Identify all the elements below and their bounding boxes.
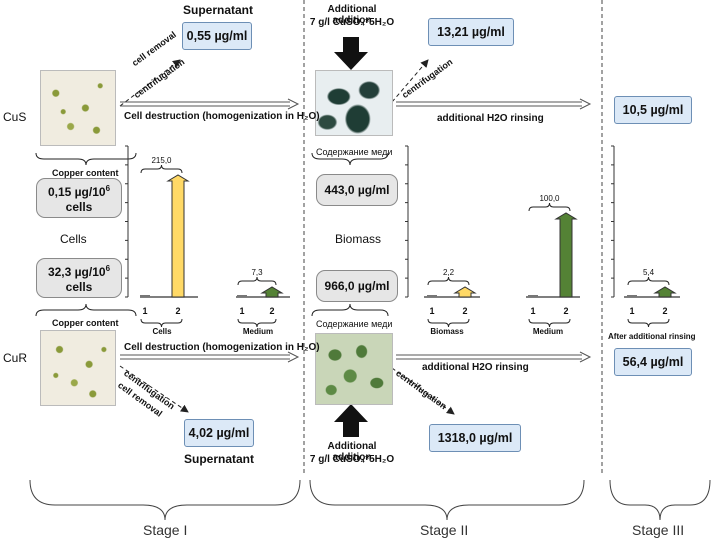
group-label: Cells xyxy=(152,327,172,336)
row-label-cur: CuR xyxy=(3,351,28,365)
addition-arrow-up xyxy=(334,404,368,437)
brace-bottom-biomass xyxy=(311,303,389,317)
data-label: 100,0 xyxy=(539,194,560,203)
addition-bottom-line1: Additional addition xyxy=(327,441,377,463)
bar-2-biomass xyxy=(453,286,477,298)
category-label: 1 xyxy=(629,306,634,316)
cell-destruction-top: Cell destruction (homogenization in H₂O) xyxy=(124,111,320,122)
category-label: 1 xyxy=(429,306,434,316)
value-brace xyxy=(427,276,470,286)
bar-2-medium xyxy=(554,212,578,298)
addition-top-line1: Additional addition xyxy=(327,4,377,26)
data-label: 2,2 xyxy=(443,268,455,277)
value-brace xyxy=(528,202,571,212)
group-label: Medium xyxy=(533,327,563,336)
stage1-brace xyxy=(29,479,301,521)
group-brace xyxy=(427,318,470,328)
biomass-label: Biomass xyxy=(335,232,382,246)
addition-bottom-line2: 7 g/l CuSO₄*5H₂O xyxy=(309,454,395,465)
data-label: 7,3 xyxy=(251,268,263,277)
biomass-top-value: 443,0 µg/ml xyxy=(316,174,398,206)
category-label: 2 xyxy=(269,306,274,316)
cell-destruction-bottom: Cell destruction (homogenization in H₂O) xyxy=(124,342,320,353)
cur-superscript: 6 xyxy=(105,264,111,273)
stage3-label: Stage III xyxy=(632,522,685,538)
biomass-bottom-value: 966,0 µg/ml xyxy=(316,270,398,302)
group-label: Biomass xyxy=(430,327,464,336)
group-brace xyxy=(140,318,183,328)
copper-ru-top: Содержание меди xyxy=(316,147,393,157)
cur-content-value: 32,3 µg/10 xyxy=(47,265,106,279)
row-label-cus: CuS xyxy=(3,110,27,124)
category-label: 2 xyxy=(662,306,667,316)
copper-content-bottom: Copper content xyxy=(52,318,119,328)
supernatant-bottom-title: Supernatant xyxy=(184,452,255,466)
cur-copper-content-box: 32,3 µg/106 cells xyxy=(36,258,122,298)
bottom-process-arrow-2 xyxy=(396,351,592,363)
copper-ru-bottom: Содержание меди xyxy=(316,319,393,329)
bar-2-medium xyxy=(260,286,284,298)
group-brace xyxy=(237,318,277,328)
after-rinsing-label: After additional rinsing xyxy=(608,332,696,341)
cus-biomass-photo xyxy=(315,70,393,136)
value-brace xyxy=(627,276,670,286)
bar-2-after-additional-rinsing xyxy=(653,286,677,298)
rinsing-bottom: additional H2O rinsing xyxy=(422,362,529,373)
stage2-brace xyxy=(309,479,585,521)
data-label: 215,0 xyxy=(151,156,172,165)
group-label: Medium xyxy=(243,327,273,336)
stage3-value-top: 10,5 µg/ml xyxy=(614,96,692,124)
cus-cells-photo xyxy=(40,70,116,146)
stage2-bottom-dashed-arrow xyxy=(391,367,455,415)
cus-content-value: 0,15 µg/10 xyxy=(47,185,106,199)
group-brace xyxy=(528,318,571,328)
brace-top-copper xyxy=(35,152,137,166)
stage2-value-bottom: 1318,0 µg/ml xyxy=(429,424,521,452)
top-process-arrow-2 xyxy=(396,98,592,110)
stage1-label: Stage I xyxy=(143,522,188,538)
addition-arrow-down xyxy=(334,37,368,70)
cus-copper-content-box: 0,15 µg/106 cells xyxy=(36,178,122,218)
data-label: 5,4 xyxy=(643,268,655,277)
supernatant-bottom-value: 4,02 µg/ml xyxy=(184,419,254,447)
cur-biomass-photo xyxy=(315,333,393,405)
category-label: 2 xyxy=(175,306,180,316)
bottom-process-arrow-1 xyxy=(120,351,300,363)
top-process-arrow-1 xyxy=(120,98,300,110)
stage2-top-dashed-arrow xyxy=(391,59,429,103)
bar-2-cells xyxy=(166,174,190,298)
category-label: 1 xyxy=(239,306,244,316)
group-brace xyxy=(627,318,670,328)
stage2-value-top: 13,21 µg/ml xyxy=(428,18,514,46)
category-label: 1 xyxy=(530,306,535,316)
rinsing-top: additional H2O rinsing xyxy=(437,113,544,124)
cur-content-unit: cells xyxy=(65,280,93,294)
value-brace xyxy=(140,164,183,174)
cells-label: Cells xyxy=(60,232,87,246)
stage2-label: Stage II xyxy=(420,522,469,538)
category-label: 2 xyxy=(563,306,568,316)
top-centrifugation-arrow xyxy=(119,59,181,107)
category-label: 1 xyxy=(142,306,147,316)
supernatant-top-title: Supernatant xyxy=(183,3,254,17)
value-brace xyxy=(237,276,277,286)
stage3-brace xyxy=(609,479,711,521)
category-label: 2 xyxy=(462,306,467,316)
supernatant-top-value: 0,55 µg/ml xyxy=(182,22,252,50)
cus-superscript: 6 xyxy=(105,184,111,193)
stage3-value-bottom: 56,4 µg/ml xyxy=(614,348,692,376)
copper-content-top: Copper content xyxy=(52,168,119,178)
addition-top-line2: 7 g/l CuSO₄*5H₂O xyxy=(309,17,395,28)
cus-content-unit: cells xyxy=(65,200,93,214)
cur-cells-photo xyxy=(40,330,116,406)
brace-top-biomass xyxy=(311,152,389,166)
brace-bottom-copper xyxy=(35,303,137,317)
